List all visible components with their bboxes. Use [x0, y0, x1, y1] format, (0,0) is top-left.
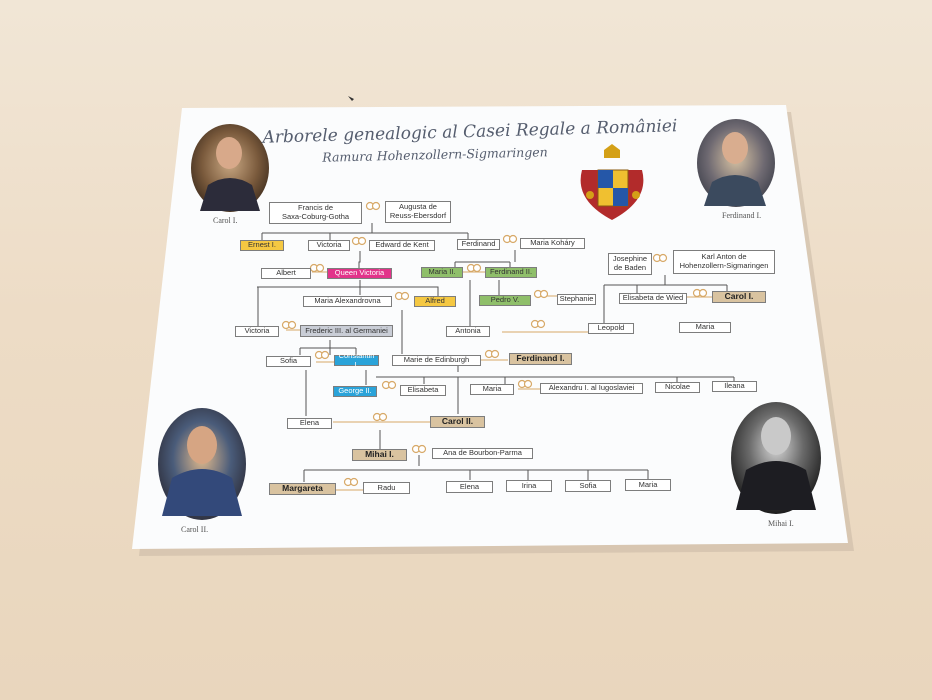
person-ferdinand-ii: Ferdinand II.	[485, 267, 537, 278]
person-augusta: Augusta de Reuss-Ebersdorf	[385, 201, 451, 223]
portrait-bottom-right	[731, 402, 821, 514]
person-maria-romania: Maria	[625, 479, 671, 491]
person-ileana: Ileana	[712, 381, 757, 392]
tree-connectors	[257, 223, 735, 482]
portrait-top-right	[697, 119, 775, 207]
person-constantin-i: Constantin I.	[334, 351, 379, 368]
person-margareta: Margareta	[269, 483, 336, 495]
person-elena-greece: Elena	[287, 418, 332, 429]
person-sofia-romania: Sofia	[565, 480, 611, 492]
person-irina: Irina	[506, 480, 552, 492]
portrait-bottom-left	[158, 408, 246, 520]
person-radu: Radu	[363, 482, 410, 494]
portrait-caption-ferdinand-i: Ferdinand I.	[722, 211, 762, 220]
portrait-caption-mihai-i: Mihai I.	[768, 519, 794, 528]
person-maria-ii: Maria II.	[421, 267, 463, 278]
person-leopold: Leopold	[588, 323, 634, 334]
coat-of-arms-emblem	[580, 144, 644, 220]
portrait-caption-carol-ii: Carol II.	[181, 525, 209, 534]
person-elisabeta-wied: Elisabeta de Wied	[619, 293, 687, 304]
person-ferdinand-saxe: Ferdinand	[457, 239, 500, 250]
person-maria-yugoslavia: Maria	[470, 384, 514, 395]
person-nicolae: Nicolae	[655, 382, 700, 393]
person-josephine: Josephine de Baden	[608, 253, 652, 275]
person-antonia: Antonia	[446, 326, 490, 337]
person-elena-romania: Elena	[446, 481, 493, 493]
person-queen-victoria: Queen Victoria	[327, 268, 392, 279]
portrait-top-left	[191, 124, 269, 212]
person-sofia-greece: Sofia	[266, 356, 311, 367]
portrait-caption-carol-i: Carol I.	[213, 216, 238, 225]
person-mihai-i: Mihai I.	[352, 449, 407, 461]
person-pedro-v: Pedro V.	[479, 295, 531, 306]
person-alexandru-i: Alexandru I. al Iugoslaviei	[540, 383, 643, 394]
person-karl-anton: Karl Anton de Hohenzollern-Sigmaringen	[673, 250, 775, 274]
person-stephanie: Stephanie	[557, 294, 596, 305]
wedding-rings-icons	[281, 201, 708, 487]
person-ferdinand-i: Ferdinand I.	[509, 353, 572, 365]
person-alfred: Alfred	[414, 296, 456, 307]
person-ernest: Ernest I.	[240, 240, 284, 251]
person-carol-i: Carol I.	[712, 291, 766, 303]
person-victoria-princess: Victoria	[235, 326, 279, 337]
person-frederic-iii: Frederic III. al Germaniei	[300, 325, 393, 337]
person-elisabeta-romania: Elisabeta	[400, 385, 446, 396]
person-marie-edinburgh: Marie de Edinburgh	[392, 355, 481, 366]
person-edward-kent: Edward de Kent	[369, 240, 435, 251]
person-albert: Albert	[261, 268, 311, 279]
person-maria-alexandrovna: Maria Alexandrovna	[303, 296, 392, 307]
person-ana-bourbon-parma: Ana de Bourbon-Parma	[432, 448, 533, 459]
person-francis: Francis de Saxa-Coburg-Gotha	[269, 202, 362, 224]
person-george-ii: George II.	[333, 386, 377, 397]
person-maria-carol-i-daughter: Maria	[679, 322, 731, 333]
person-maria-kohary: Maria Koháry	[520, 238, 585, 249]
person-carol-ii: Carol II.	[430, 416, 485, 428]
person-victoria-kent: Victoria	[308, 240, 350, 251]
